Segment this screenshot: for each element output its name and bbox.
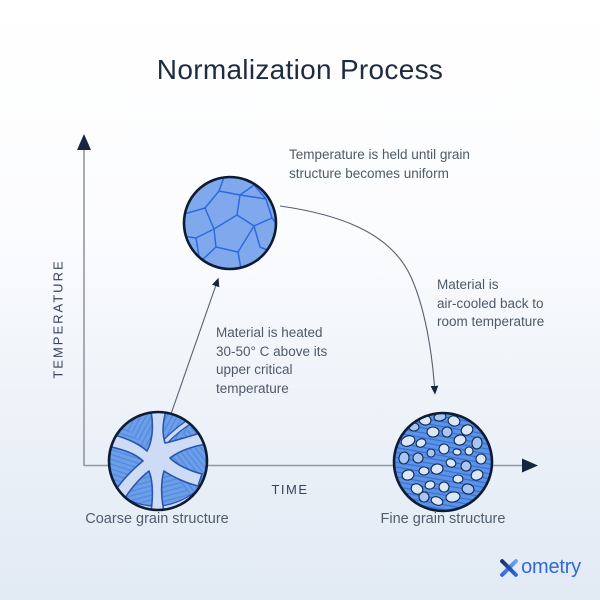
annotation-heated: Material is heated 30-50° C above its up… xyxy=(216,325,328,396)
caption-coarse-grain: Coarse grain structure xyxy=(85,511,229,527)
x-axis-label: TIME xyxy=(271,482,309,497)
uniform-grain-circle xyxy=(182,175,278,271)
annotation-hold-temperature: Temperature is held until grain structur… xyxy=(289,147,470,181)
coarse-grain-circle xyxy=(107,410,209,512)
x-axis-arrowhead-icon xyxy=(522,458,538,473)
xometry-wordmark: ometry xyxy=(521,556,581,578)
y-axis xyxy=(77,134,91,466)
xometry-logo: ometry xyxy=(498,556,581,579)
y-axis-label: TEMPERATURE xyxy=(50,259,66,379)
cooling-arrow xyxy=(279,205,439,395)
fine-grain-circle xyxy=(392,411,494,513)
heating-arrow xyxy=(170,277,220,415)
y-axis-arrowhead-icon xyxy=(77,134,91,150)
caption-fine-grain: Fine grain structure xyxy=(380,511,506,527)
xometry-x-icon xyxy=(500,558,518,577)
annotation-air-cooled: Material is air-cooled back to room temp… xyxy=(437,277,545,330)
page-title: Normalization Process xyxy=(156,54,444,85)
